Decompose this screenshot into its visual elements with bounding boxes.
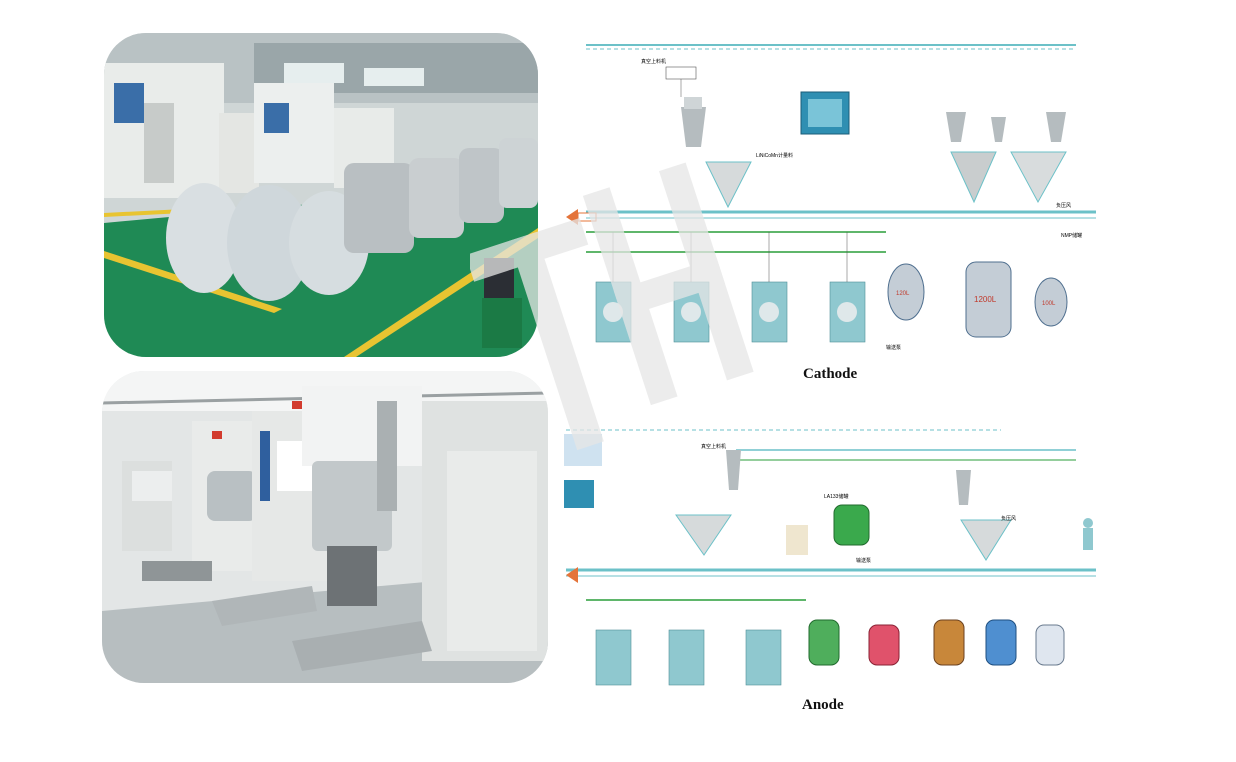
cathode-caption: Cathode: [803, 366, 858, 382]
anode-caption: Anode: [802, 697, 844, 713]
cathode-label-vacuum-loader: 真空上料机: [641, 58, 666, 65]
anode-label-vacuum-loader: 真空上料机: [701, 443, 726, 450]
cathode-label-weighing: LiNiCoMn计量料: [756, 152, 793, 159]
anode-label-pump: 输送泵: [856, 557, 871, 564]
cathode-tank-100: 100L: [1042, 301, 1056, 307]
cathode-label-nmp: NMP储罐: [1061, 232, 1082, 239]
cathode-tank-120: 120L: [896, 291, 910, 297]
cathode-label-exhaust: 负压风: [1056, 202, 1071, 209]
anode-label-exhaust: 负压风: [1001, 515, 1016, 522]
anode-label-lacr-tank: LA133储罐: [824, 493, 848, 500]
cathode-process-diagram: 真空上料机 LiNiCoMn计量料 负压风 120L 1: [556, 37, 1104, 355]
anode-process-diagram: 真空上料机 LA133储罐 负压风 输送泵: [556, 420, 1104, 698]
cathode-label-pump: 输送泵: [886, 344, 901, 351]
cathode-tank-1200: 1200L: [974, 295, 997, 304]
factory-photo-planetary-mixers: [102, 371, 548, 683]
factory-photo-wrapped-mixers: [104, 33, 538, 357]
